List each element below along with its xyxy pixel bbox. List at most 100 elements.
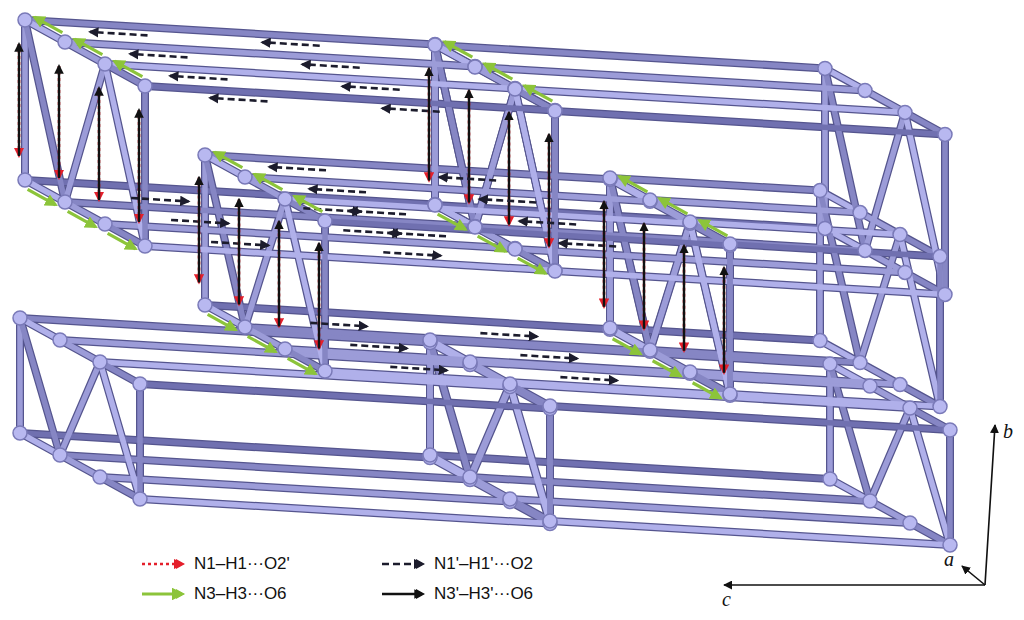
hbond-arrow bbox=[238, 200, 240, 305]
hbond-arrow bbox=[518, 258, 546, 273]
rod bbox=[552, 111, 558, 271]
lattice-node bbox=[98, 57, 112, 71]
legend-sample bbox=[380, 556, 426, 572]
hbond-arrow bbox=[723, 268, 726, 373]
hbond-arrow bbox=[58, 66, 60, 178]
lattice-node bbox=[898, 265, 912, 279]
axis-arrow bbox=[985, 425, 995, 585]
hbond-arrow bbox=[683, 246, 685, 351]
hbond-arrow bbox=[659, 198, 687, 213]
legend-text: N1–H1···O2' bbox=[194, 554, 290, 574]
hbond-arrow bbox=[479, 199, 536, 202]
lattice-node bbox=[53, 333, 67, 347]
hbond-arrow bbox=[58, 66, 61, 178]
rod bbox=[470, 477, 870, 501]
rod bbox=[140, 384, 550, 409]
hbond-arrow bbox=[693, 383, 721, 398]
lattice-node bbox=[548, 104, 562, 118]
hbond-arrow bbox=[68, 211, 96, 226]
lattice-node bbox=[13, 311, 27, 325]
rod bbox=[555, 271, 945, 294]
hbond-arrow bbox=[383, 252, 440, 255]
lattice-node bbox=[548, 264, 562, 278]
hbond-arrow bbox=[198, 178, 201, 283]
hbond-arrow bbox=[303, 208, 360, 211]
lattice-node bbox=[823, 357, 837, 371]
legend-text: N3'–H3'···O6 bbox=[434, 584, 533, 604]
rod bbox=[475, 67, 865, 90]
lattice-node bbox=[468, 60, 482, 74]
legend-item: N3–H3···O6 bbox=[140, 582, 287, 606]
hbond-arrow bbox=[269, 167, 326, 170]
rod bbox=[947, 430, 953, 545]
hbond-arrow bbox=[428, 69, 430, 181]
lattice-node bbox=[468, 220, 482, 234]
lattice-node bbox=[13, 426, 27, 440]
hbond-arrow bbox=[428, 69, 431, 181]
lattice-node bbox=[93, 470, 107, 484]
hbond-arrow bbox=[309, 189, 366, 192]
lattice-node bbox=[893, 378, 907, 392]
hbond-arrow bbox=[28, 189, 56, 204]
lattice-node bbox=[603, 321, 617, 335]
rod bbox=[60, 362, 100, 455]
lattice-node bbox=[813, 334, 827, 348]
lattice-node bbox=[863, 379, 877, 393]
lattice-node bbox=[508, 242, 522, 256]
axis-label-text: b bbox=[1003, 420, 1013, 442]
hbond-arrow bbox=[74, 39, 102, 54]
hbond-arrow bbox=[138, 110, 141, 222]
hbond-arrow bbox=[98, 88, 100, 200]
framework-nodes bbox=[13, 13, 957, 552]
lattice-node bbox=[53, 448, 67, 462]
lattice-node bbox=[858, 83, 872, 97]
lattice-node bbox=[943, 423, 957, 437]
lattice-node bbox=[643, 193, 657, 207]
hbond-arrow bbox=[603, 202, 605, 307]
lattice-node bbox=[853, 356, 867, 370]
legend-item: N3'–H3'···O6 bbox=[380, 582, 533, 606]
lattice-node bbox=[903, 401, 917, 415]
rod bbox=[25, 20, 65, 202]
rod-outline bbox=[60, 362, 100, 455]
lattice-node bbox=[463, 470, 477, 484]
hbond-arrow bbox=[343, 230, 400, 233]
lattice-node bbox=[823, 472, 837, 486]
axis-arrow bbox=[724, 584, 985, 586]
axis-arrow bbox=[962, 566, 985, 585]
axis-label-text: c bbox=[722, 588, 731, 610]
hbond-arrow bbox=[468, 91, 470, 203]
hbond-arrow bbox=[643, 224, 646, 329]
rod bbox=[555, 111, 945, 134]
hbond-arrow bbox=[138, 110, 140, 222]
lattice-node bbox=[853, 206, 867, 220]
lattice-node bbox=[133, 492, 147, 506]
hbond-arrow bbox=[318, 244, 321, 349]
rod bbox=[510, 499, 910, 523]
rod bbox=[325, 221, 730, 245]
hbond-arrow bbox=[653, 361, 681, 376]
rod bbox=[105, 64, 145, 246]
hbond-arrow bbox=[18, 44, 20, 156]
hbond-arrow bbox=[342, 86, 399, 89]
lattice-node bbox=[938, 287, 952, 301]
rod-outline bbox=[105, 64, 145, 246]
hbond-arrow bbox=[254, 174, 282, 189]
hbond-arrow bbox=[548, 135, 550, 247]
lattice-node bbox=[508, 242, 522, 256]
lattice-node bbox=[643, 343, 657, 357]
rod bbox=[137, 384, 143, 499]
rod bbox=[547, 406, 553, 521]
hbond-arrow bbox=[170, 76, 227, 79]
framework-rods bbox=[20, 20, 950, 545]
lattice-node bbox=[428, 198, 442, 212]
rod bbox=[17, 318, 23, 433]
hbond-arrow bbox=[214, 152, 242, 167]
lattice-node bbox=[508, 82, 522, 96]
rod bbox=[937, 257, 943, 407]
hydrogen-bond-arrows bbox=[19, 17, 727, 398]
hbond-arrow bbox=[34, 17, 62, 32]
legend-text: N3–H3···O6 bbox=[194, 584, 287, 604]
axis-arrows bbox=[724, 425, 995, 585]
